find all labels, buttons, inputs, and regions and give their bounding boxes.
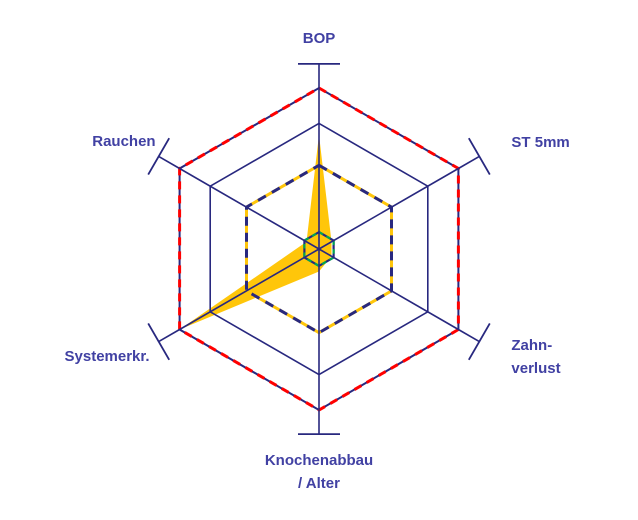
axis-extension-zahnverlust <box>457 328 480 343</box>
axis-label-line: ST 5mm <box>511 134 569 151</box>
axis-label-line: / Alter <box>298 475 340 492</box>
axis-label-rauchen: Rauchen <box>92 133 155 150</box>
axis-label-line: Systemerkr. <box>65 348 150 365</box>
axis-label-systemerkr: Systemerkr. <box>65 348 150 365</box>
axis-extension-systemerkr <box>158 328 181 343</box>
axis-label-zahnverlust: Zahn-verlust <box>511 337 560 377</box>
axis-cap-st5mm <box>468 137 491 176</box>
axis-label-line: verlust <box>511 360 560 377</box>
risk-area-polygon <box>179 134 332 330</box>
axis-line-st5mm <box>318 167 459 250</box>
axis-cap-rauchen <box>147 137 170 176</box>
axis-label-line: Zahn- <box>511 337 552 354</box>
axis-label-st5mm: ST 5mm <box>511 134 569 151</box>
axis-label-bop: BOP <box>303 30 336 47</box>
axis-extension-st5mm <box>457 155 480 170</box>
axis-cap-zahnverlust <box>468 322 491 361</box>
axis-line-systemerkr <box>179 248 320 331</box>
axis-label-line: Rauchen <box>92 133 155 150</box>
axis-line-rauchen <box>179 167 320 250</box>
axis-label-line: BOP <box>303 30 336 47</box>
axis-extension-rauchen <box>158 155 181 170</box>
axis-label-knochenabbau: Knochenabbau / Alter <box>265 452 373 492</box>
axis-cap-systemerkr <box>147 322 170 361</box>
axis-label-line: Knochenabbau <box>265 452 373 469</box>
axis-line-zahnverlust <box>318 248 459 331</box>
